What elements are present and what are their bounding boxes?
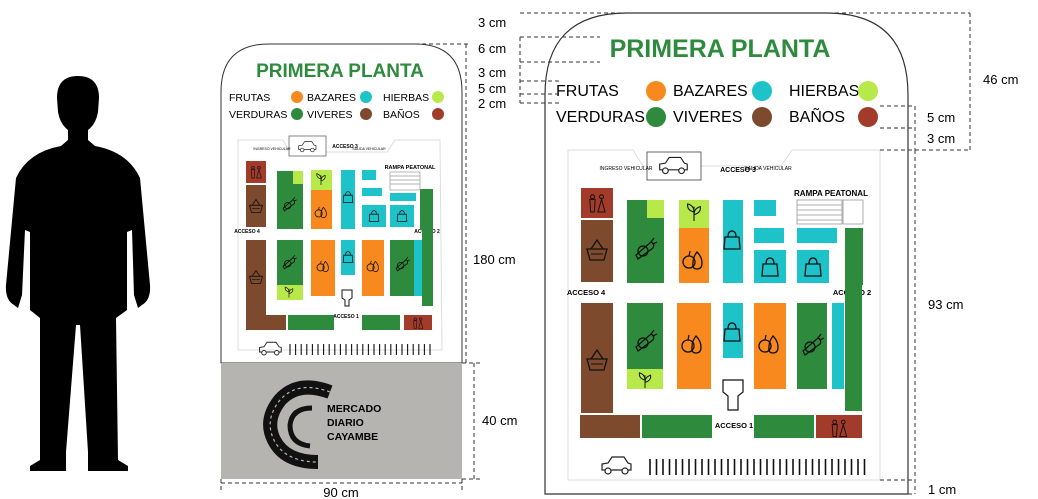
big-legend-frutas-dot	[646, 81, 666, 101]
big-map-outline	[567, 149, 881, 481]
big-legend-bazares-dot	[752, 81, 772, 101]
small-sign-title: PRIMERA PLANTA	[256, 61, 424, 82]
small-sign: PRIMERA PLANTA FRUTAS BAZARES HIERBAS VE…	[220, 43, 463, 479]
small-legend-viveres-dot	[360, 108, 372, 120]
big-legend-viveres-dot	[752, 107, 772, 127]
big-legend-viveres-label: VIVERES	[673, 109, 742, 126]
small-legend-hierbas-dot	[432, 91, 444, 103]
big-ingreso-label: INGRESO VEHICULAR	[599, 166, 652, 172]
big-legend-verduras-label: VERDURAS	[556, 109, 645, 126]
small-acceso3-label: ACCESO 3	[332, 144, 358, 150]
big-legend-bazares-label: BAZARES	[673, 83, 748, 100]
logo-line1: MERCADO	[327, 403, 381, 415]
small-legend-viveres-label: VIVERES	[307, 109, 353, 121]
small-salida-label: SALIDA VEHICULAR	[352, 147, 386, 151]
logo-line2: DIARIO	[327, 417, 364, 429]
small-parking-lines	[289, 344, 431, 355]
dim-40: 40 cm	[482, 413, 517, 428]
small-ingreso-label: INGRESO VEHICULAR	[253, 147, 291, 151]
big-sign-title: PRIMERA PLANTA	[610, 35, 831, 63]
big-legend-frutas-label: FRUTAS	[556, 83, 619, 100]
small-sign-base	[221, 363, 462, 479]
small-acceso1-label: ACCESO 1	[333, 314, 359, 320]
big-parking-lines	[649, 459, 866, 475]
big-stalls	[580, 188, 863, 438]
big-legend: FRUTAS BAZARES HIERBAS VERDURAS VIVERES …	[556, 81, 878, 127]
small-acceso4-label: ACCESO 4	[234, 229, 260, 235]
small-legend-banos-label: BAÑOS	[383, 108, 420, 121]
big-legend-hierbas-dot	[858, 81, 878, 101]
dim-map-93: 93 cm	[928, 297, 963, 312]
big-legend-hierbas-label: HIERBAS	[789, 83, 859, 100]
small-legend-hierbas-label: HIERBAS	[383, 92, 429, 104]
dim-title-6: 6 cm	[478, 41, 506, 56]
big-acceso4-label: ACCESO 4	[567, 288, 606, 297]
person-silhouette	[5, 76, 151, 471]
mercado-logo	[263, 380, 333, 469]
dim-bottom-1: 1 cm	[928, 482, 956, 497]
dim-gap-2: 2 cm	[478, 96, 506, 111]
big-salida-label: SALIDA VEHICULAR	[744, 166, 792, 172]
dim-gap-3: 3 cm	[478, 65, 506, 80]
big-rampa-label: RAMPA PEATONAL	[794, 189, 868, 198]
big-acceso3-label: ACCESO 3	[720, 167, 756, 174]
dim-90: 90 cm	[323, 485, 358, 499]
small-legend: FRUTAS BAZARES HIERBAS VERDURAS VIVERES …	[229, 91, 444, 121]
big-sign: PRIMERA PLANTA FRUTAS BAZARES HIERBAS VE…	[544, 12, 909, 495]
logo-line3: CAYAMBE	[327, 431, 378, 443]
small-rampa-label: RAMPA PEATONAL	[385, 165, 436, 171]
small-legend-verduras-dot	[291, 108, 303, 120]
small-legend-bazares-label: BAZARES	[307, 92, 356, 104]
dim-top-3: 3 cm	[478, 15, 506, 30]
dim-legend-5b: 5 cm	[927, 110, 955, 125]
big-legend-banos-label: BAÑOS	[789, 106, 845, 126]
big-acceso1-marker	[722, 379, 744, 411]
small-legend-frutas-label: FRUTAS	[229, 92, 270, 104]
small-sign-dimensions	[220, 43, 482, 490]
big-legend-verduras-dot	[646, 107, 666, 127]
dim-180: 180 cm	[473, 252, 516, 267]
small-stairs	[389, 171, 421, 191]
small-legend-bazares-dot	[360, 91, 372, 103]
big-acceso1-label: ACCESO 1	[715, 421, 753, 430]
big-legend-banos-dot	[858, 107, 878, 127]
dim-gap-3b: 3 cm	[927, 131, 955, 146]
dim-header-46: 46 cm	[983, 72, 1018, 87]
small-legend-frutas-dot	[291, 91, 303, 103]
small-legend-verduras-label: VERDURAS	[229, 109, 287, 121]
big-sign-dimensions	[519, 12, 971, 495]
small-map-outline	[237, 139, 443, 351]
dim-legend-5: 5 cm	[478, 81, 506, 96]
small-acceso1-marker	[341, 289, 353, 307]
small-legend-banos-dot	[432, 108, 444, 120]
big-stairs	[796, 199, 864, 225]
small-stalls	[246, 161, 433, 330]
